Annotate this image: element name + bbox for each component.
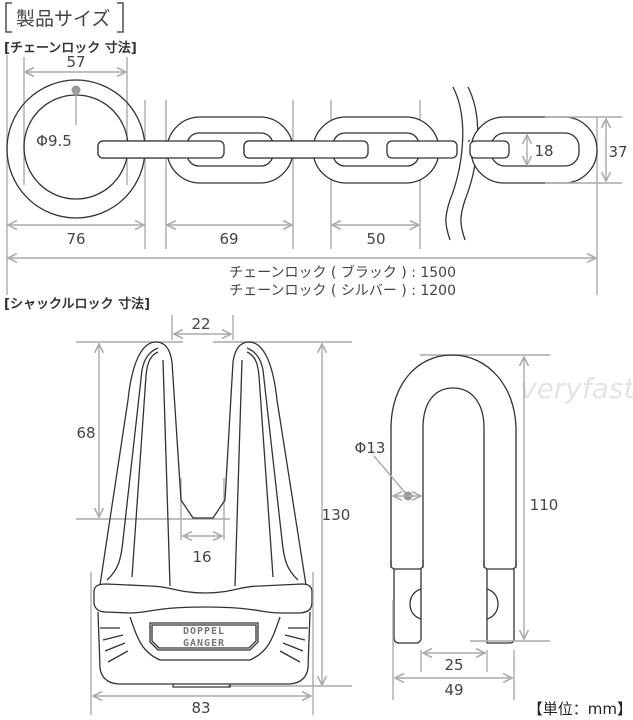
brand-logo-line2: GANGER (183, 638, 225, 649)
dim-shackle-diameter: Φ13 (355, 439, 386, 457)
dim-inner-width: 25 (444, 656, 463, 674)
total-length-black: チェーンロック ( ブラック ) : 1500 (229, 264, 456, 281)
chain-lock-drawing: 57 Φ9.5 18 37 (6, 53, 628, 299)
dim-outer-width: 49 (444, 681, 463, 699)
chain-section-heading: [チェーンロック 寸法] (4, 40, 137, 56)
total-length-silver: チェーンロック ( シルバー ) : 1200 (229, 283, 456, 299)
dim-ring-inner: 57 (66, 53, 85, 71)
dim-ring-outer: 76 (66, 230, 85, 248)
shackle-section-heading: [シャックルロック 寸法] (4, 296, 150, 312)
title-text: 製品サイズ (16, 8, 110, 30)
dim-wire-diameter: Φ9.5 (36, 132, 72, 150)
dim-link-inner-width: 18 (534, 142, 553, 160)
u-shackle-drawing: veryfast Φ13 110 25 49 (355, 354, 633, 700)
shackle-lock-body-drawing: 22 68 130 16 DOPPEL GANGER (76, 315, 352, 717)
dim-shackle-height: 110 (530, 496, 559, 514)
dim-slot-bottom: 16 (192, 548, 211, 566)
dim-gap-top: 22 (191, 315, 210, 333)
dim-body-height: 130 (322, 506, 351, 524)
unit-label: 【単位：mm】 (528, 700, 632, 718)
dim-body-width: 83 (191, 699, 210, 717)
page-title: 製品サイズ (5, 2, 124, 33)
dim-link-width: 37 (608, 143, 627, 161)
brand-logo-line1: DOPPEL (183, 626, 225, 637)
dim-link-inner: 50 (366, 230, 385, 248)
watermark: veryfast (520, 372, 633, 405)
dim-link-length: 69 (219, 230, 238, 248)
dim-slot-depth: 68 (76, 424, 95, 442)
